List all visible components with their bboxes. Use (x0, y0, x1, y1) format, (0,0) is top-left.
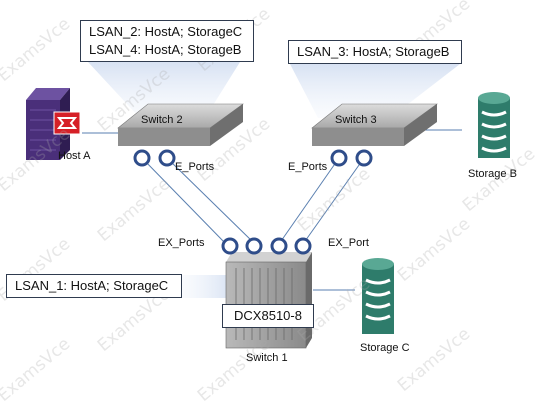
switch3-e-port-2[interactable] (355, 149, 373, 167)
switch2-lsan-line-1: LSAN_2: HostA; StorageC (89, 24, 243, 39)
switch3-label: Switch 3 (335, 114, 377, 126)
switch2-lsan-line-2: LSAN_4: HostA; StorageB (89, 42, 242, 57)
storage-b-array[interactable] (478, 92, 510, 158)
switch1-ex-port-4[interactable] (294, 237, 312, 255)
fabric-links (82, 129, 462, 291)
switch1-label: Switch 1 (246, 352, 288, 364)
brocade-logo-icon (53, 111, 81, 135)
switch3-e-port-1[interactable] (330, 149, 348, 167)
dcx-model-label: DCX8510-8 (222, 304, 314, 328)
switch2-label: Switch 2 (141, 114, 183, 126)
switch1-ex-port-3[interactable] (270, 237, 288, 255)
host-a-label: Host A (58, 150, 91, 162)
storage-c-label: Storage C (360, 342, 410, 354)
switch2-lsan-callout: LSAN_2: HostA; StorageC LSAN_4: HostA; S… (80, 20, 254, 62)
switch1-ex-port-2[interactable] (245, 237, 263, 255)
switch2-e-ports-label: E_Ports (175, 161, 215, 173)
switch3-e-ports-label: E_Ports (288, 161, 328, 173)
switch2-device[interactable] (117, 103, 244, 146)
switch3-device[interactable] (311, 103, 438, 146)
switch2-e-port-2[interactable] (158, 149, 176, 167)
ex-port-label: EX_Port (328, 237, 369, 249)
switch1-ex-port-1[interactable] (221, 237, 239, 255)
storage-c-array[interactable] (362, 258, 394, 334)
dcx-chassis[interactable] (225, 252, 312, 349)
switch1-callout-beam (182, 275, 232, 298)
switch3-callout-beam (290, 64, 460, 118)
host-a-server[interactable] (26, 88, 70, 160)
switch2-e-port-1[interactable] (133, 149, 151, 167)
storage-b-label: Storage B (468, 168, 517, 180)
switch3-lsan-callout: LSAN_3: HostA; StorageB (288, 40, 462, 64)
ex-ports-label: EX_Ports (158, 237, 205, 249)
switch1-lsan-callout: LSAN_1: HostA; StorageC (6, 274, 182, 298)
